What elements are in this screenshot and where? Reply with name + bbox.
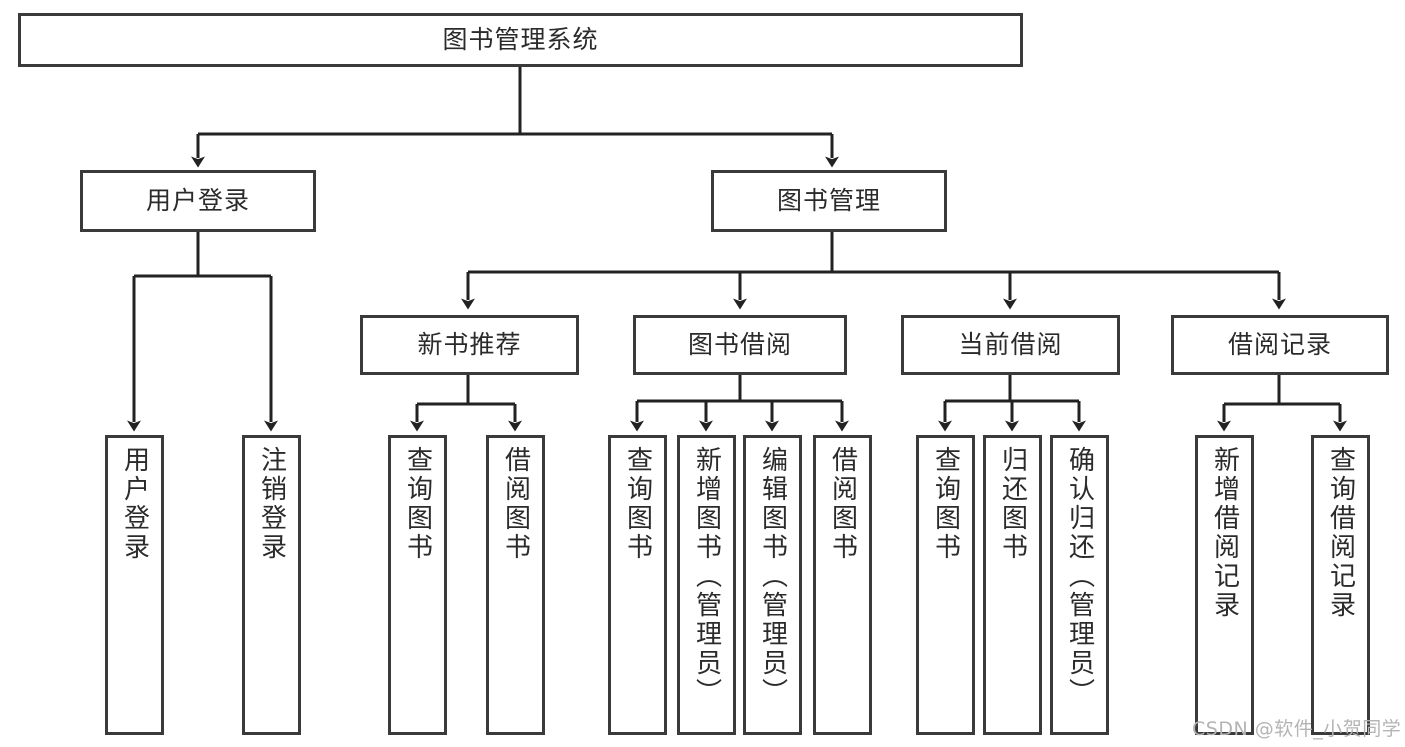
node-current-borrow[interactable]: 当前借阅 [901,315,1120,375]
node-label: 用户登录 [145,186,250,216]
node-book-manage[interactable]: 图书管理 [711,170,947,232]
node-label: 图书管理 [776,186,881,216]
node-label: 图书管理系统 [442,25,599,55]
node-label: 用户登录 [119,446,150,562]
node-label: 借阅图书 [500,446,531,562]
node-label: 新增借阅记录 [1209,446,1240,620]
node-label: 查询图书 [930,446,961,562]
node-label: 图书借阅 [687,330,792,360]
leaf-query-book-current[interactable]: 查询图书 [916,435,975,735]
node-new-book-rec[interactable]: 新书推荐 [360,315,579,375]
leaf-query-book-borrow[interactable]: 查询图书 [608,435,667,735]
leaf-logout-login[interactable]: 注销登录 [242,435,301,735]
node-label: 新增图书（管理员） [691,446,722,707]
leaf-borrow-book[interactable]: 借阅图书 [813,435,872,735]
node-label: 当前借阅 [958,330,1063,360]
node-label: 查询图书 [622,446,653,562]
node-label: 编辑图书（管理员） [757,446,788,707]
csdn-watermark: CSDN @软件_小贺同学 [1192,718,1402,740]
leaf-add-borrow-record[interactable]: 新增借阅记录 [1195,435,1254,735]
node-label: 确认归还（管理员） [1064,446,1095,707]
node-label: 借阅图书 [827,446,858,562]
node-label: 注销登录 [256,446,287,562]
node-user-login[interactable]: 用户登录 [80,170,316,232]
leaf-add-book-admin[interactable]: 新增图书（管理员） [677,435,736,735]
node-root-system[interactable]: 图书管理系统 [18,13,1023,67]
node-label: 查询图书 [402,446,433,562]
node-label: 查询借阅记录 [1325,446,1356,620]
leaf-confirm-return-admin[interactable]: 确认归还（管理员） [1050,435,1109,735]
leaf-return-book[interactable]: 归还图书 [983,435,1042,735]
node-label: 借阅记录 [1227,330,1332,360]
leaf-user-login[interactable]: 用户登录 [105,435,164,735]
leaf-borrow-book-rec[interactable]: 借阅图书 [486,435,545,735]
leaf-query-book-rec[interactable]: 查询图书 [388,435,447,735]
node-book-borrow[interactable]: 图书借阅 [633,315,847,375]
node-borrow-record[interactable]: 借阅记录 [1171,315,1389,375]
node-label: 新书推荐 [417,330,522,360]
node-label: 归还图书 [997,446,1028,562]
leaf-query-borrow-record[interactable]: 查询借阅记录 [1311,435,1370,735]
leaf-edit-book-admin[interactable]: 编辑图书（管理员） [743,435,802,735]
